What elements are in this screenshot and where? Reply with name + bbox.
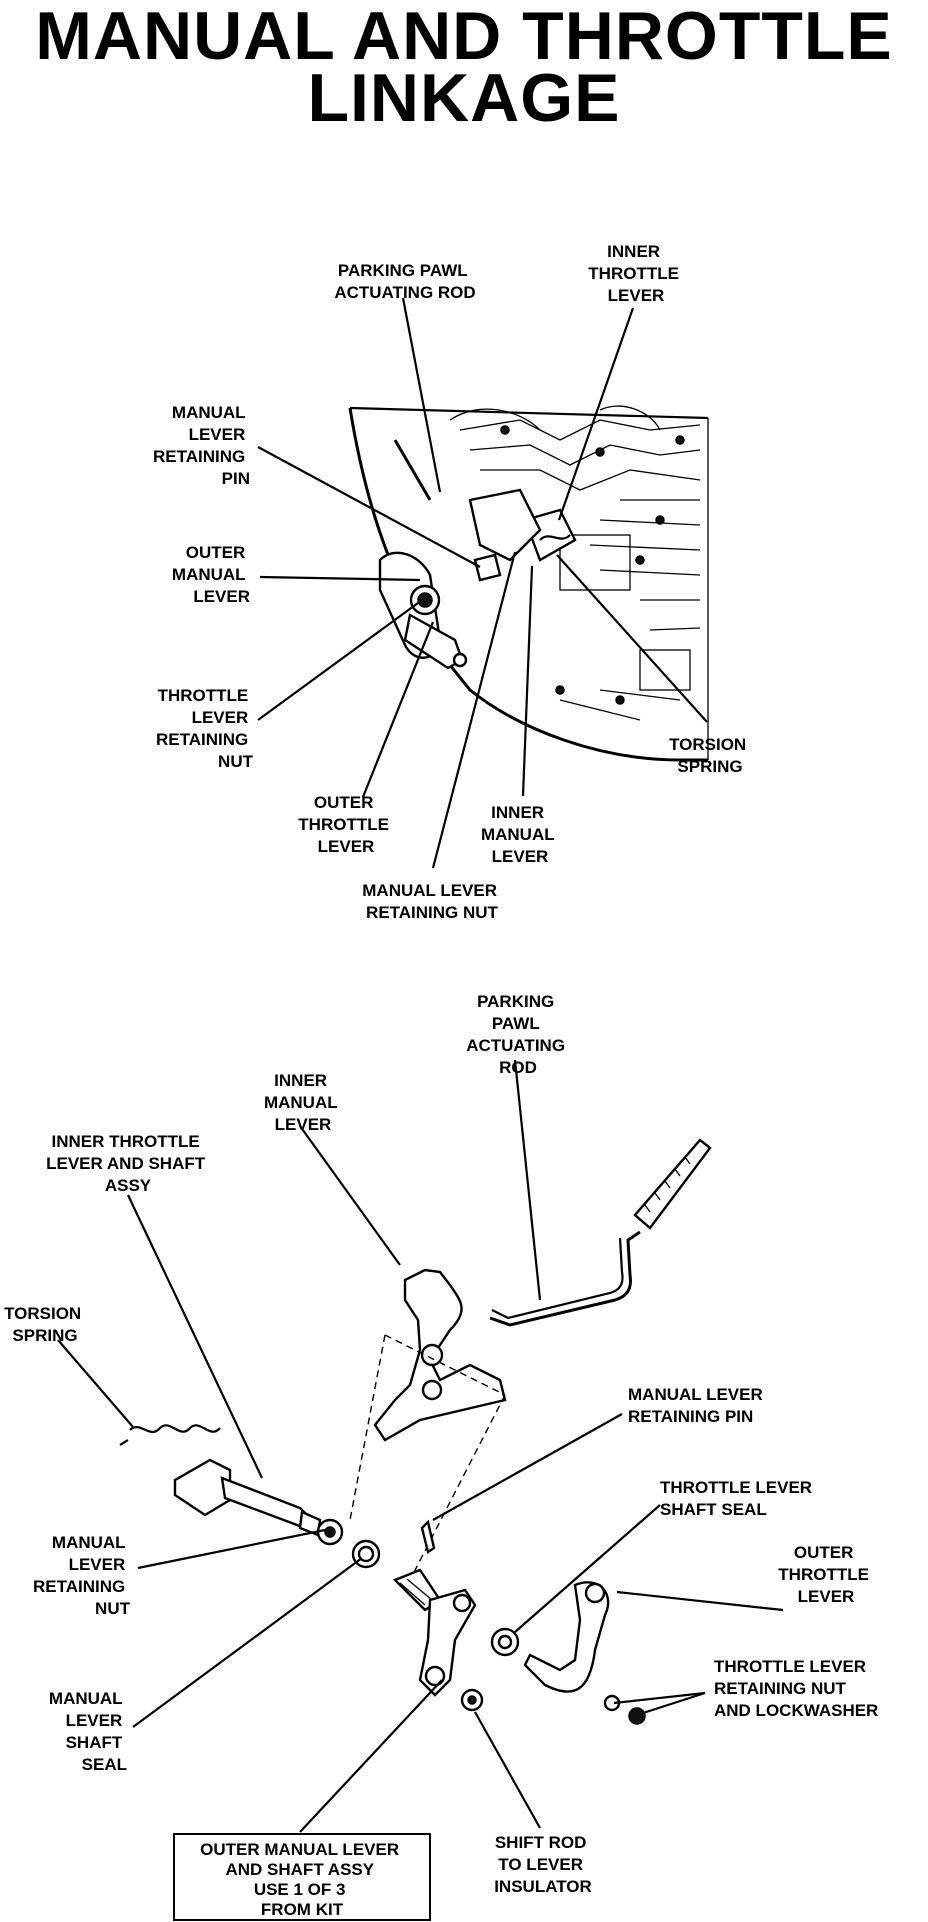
top-label-parking-pawl-rod: PARKING PAWL ACTUATING ROD — [334, 261, 475, 302]
bottom-label-manual-lever-retaining-nut: MANUAL LEVER RETAINING NUT — [33, 1533, 131, 1618]
top-label-inner-throttle-lever: INNER THROTTLE LEVER — [588, 242, 683, 305]
bottom-label-throttle-lever-retaining-nut: THROTTLE LEVER RETAINING NUT AND LOCKWAS… — [714, 1657, 878, 1720]
kit-note-box — [173, 1833, 431, 1921]
bottom-label-shift-rod-insulator: SHIFT ROD TO LEVER INSULATOR — [494, 1833, 592, 1896]
bottom-label-torsion-spring: TORSION SPRING — [4, 1304, 86, 1345]
bottom-label-throttle-lever-shaft-seal: THROTTLE LEVER SHAFT SEAL — [660, 1478, 817, 1519]
top-label-manual-lever-retaining-nut: MANUAL LEVER RETAINING NUT — [362, 881, 501, 922]
exploded-parts-illustration — [119, 1138, 712, 1725]
bottom-label-manual-lever-retaining-pin: MANUAL LEVER RETAINING PIN — [628, 1385, 767, 1426]
top-label-throttle-lever-retaining-nut: THROTTLE LEVER RETAINING NUT — [156, 686, 254, 771]
transmission-case-illustration — [348, 405, 709, 762]
bottom-label-inner-manual-lever: INNER MANUAL LEVER — [264, 1071, 342, 1134]
top-label-manual-lever-retaining-pin: MANUAL LEVER RETAINING PIN — [153, 403, 250, 488]
top-label-inner-manual-lever: INNER MANUAL LEVER — [481, 803, 559, 866]
title-line-2: LINKAGE — [307, 60, 621, 136]
bottom-label-parking-pawl-rod: PARKING PAWL ACTUATING ROD — [466, 992, 570, 1077]
bottom-label-outer-manual-lever-kit: OUTER MANUAL LEVER AND SHAFT ASSY USE 1 … — [200, 1840, 404, 1919]
bottom-label-outer-throttle-lever: OUTER THROTTLE LEVER — [778, 1543, 873, 1606]
title-line-1: MANUAL AND THROTTLE — [35, 0, 893, 74]
bottom-label-inner-throttle-lever-shaft: INNER THROTTLE LEVER AND SHAFT ASSY — [46, 1132, 210, 1195]
bottom-label-manual-lever-shaft-seal: MANUAL LEVER SHAFT SEAL — [49, 1689, 127, 1774]
top-label-torsion-spring: TORSION SPRING — [669, 735, 751, 776]
top-label-outer-manual-lever: OUTER MANUAL LEVER — [172, 543, 250, 606]
top-label-outer-throttle-lever: OUTER THROTTLE LEVER — [298, 793, 393, 856]
